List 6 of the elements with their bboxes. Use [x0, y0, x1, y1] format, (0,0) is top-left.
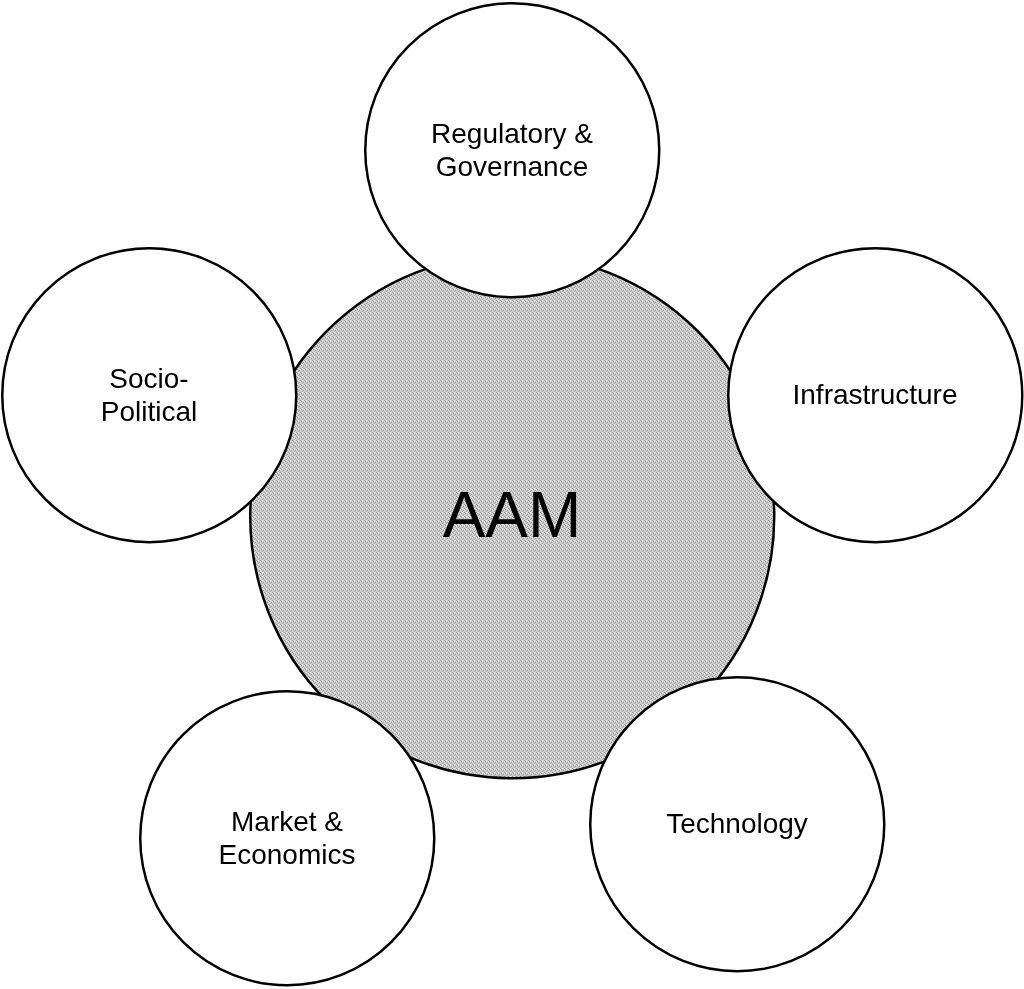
node-label: Socio-Political: [99, 361, 199, 429]
node-label: Regulatory & Governance: [430, 116, 594, 184]
node-label: Technology: [666, 807, 808, 841]
hub-label: AAM: [442, 478, 582, 554]
node-label: Market & Economics: [217, 804, 357, 872]
node-label: Infrastructure: [792, 378, 958, 412]
